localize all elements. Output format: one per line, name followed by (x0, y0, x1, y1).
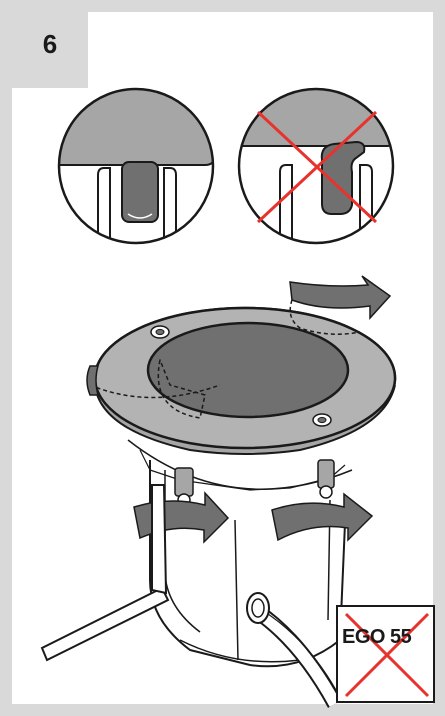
hex-key-icon (40, 484, 170, 662)
ego-box (336, 605, 435, 703)
detail-correct (57, 87, 215, 245)
cable (246, 592, 343, 708)
detail-incorrect (237, 87, 395, 245)
step-tab: 6 (12, 12, 88, 88)
step-number: 6 (42, 28, 58, 59)
ego-label: EGO 55 (342, 626, 412, 648)
rotation-arrow-top (289, 275, 392, 335)
rotation-arrow-left (86, 365, 99, 396)
ego-cross-icon (344, 612, 430, 698)
rotation-arrow-bottom-right (271, 492, 374, 542)
luminaire-drawing (89, 306, 397, 668)
incorrect-cross-icon (256, 110, 378, 224)
